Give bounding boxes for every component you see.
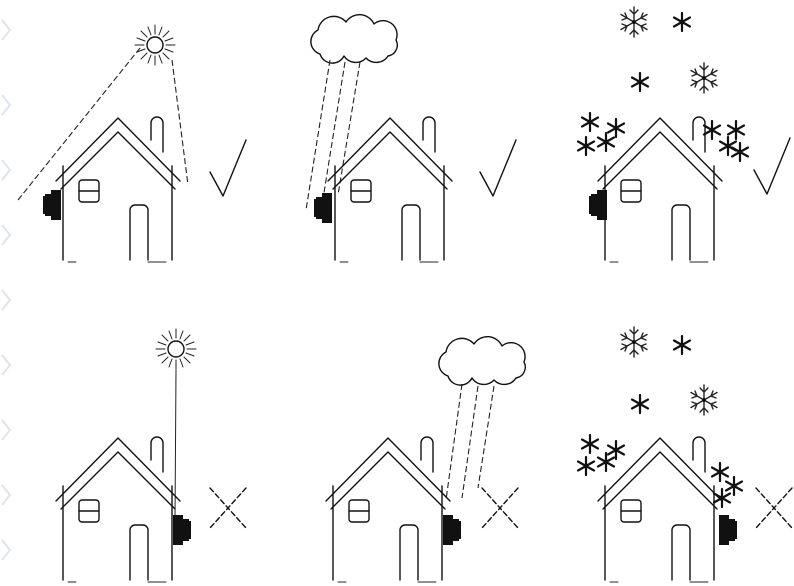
panel-sun-ok: [18, 25, 246, 262]
snow-pile-left: [578, 435, 624, 475]
house-icon: [328, 117, 452, 262]
check-icon: [210, 140, 246, 196]
watermark-strip: [2, 20, 10, 560]
wall-unit-icon: [314, 193, 332, 223]
panel-snow-bad: [578, 327, 792, 582]
wall-unit-icon: [43, 190, 61, 220]
cross-icon: [210, 488, 246, 528]
cloud-icon: [311, 15, 397, 63]
check-icon: [480, 140, 516, 196]
sun-icon: [135, 25, 175, 65]
cross-icon: [482, 488, 518, 528]
wall-unit-icon: [589, 190, 607, 220]
panel-rain-bad: [326, 337, 525, 582]
panel-rain-ok: [306, 15, 516, 262]
snowflake-icon: [621, 327, 717, 415]
panel-snow-ok: [578, 7, 790, 262]
snow-pile-left: [578, 113, 624, 155]
check-icon: [754, 138, 790, 194]
house-icon: [56, 117, 180, 262]
rain-lines: [446, 384, 494, 500]
snow-pile-right: [712, 463, 742, 507]
cloud-icon: [439, 337, 525, 385]
panel-sun-bad: [56, 329, 246, 582]
house-icon: [56, 437, 180, 582]
house-icon: [326, 437, 450, 582]
wall-unit-icon: [719, 515, 737, 545]
cross-icon: [756, 488, 792, 528]
house-icon: [598, 117, 722, 262]
snowflake-icon: [621, 7, 717, 93]
sun-ray-left: [18, 48, 140, 200]
wall-unit-icon: [443, 515, 461, 545]
wall-unit-icon: [173, 515, 191, 545]
snow-pile-right: [704, 121, 748, 161]
sun-icon: [156, 329, 196, 369]
rain-lines: [306, 60, 360, 210]
sun-ray-right: [172, 60, 188, 185]
